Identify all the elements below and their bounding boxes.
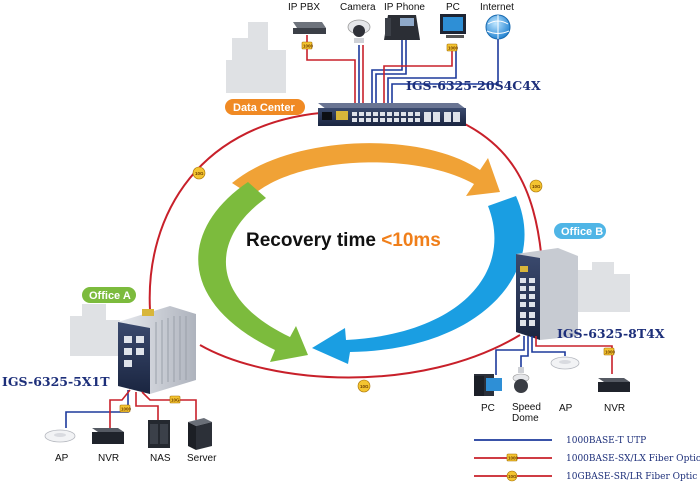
label-pc-top: PC bbox=[446, 2, 460, 13]
svg-text:10G: 10G bbox=[508, 474, 517, 479]
svg-text:Office B: Office B bbox=[561, 226, 603, 238]
svg-text:1000BASE-SX/LX Fiber Optic: 1000BASE-SX/LX Fiber Optic bbox=[566, 454, 700, 464]
internet-globe-icon bbox=[485, 14, 511, 40]
office-b-switch bbox=[516, 248, 578, 340]
label-server: Server bbox=[187, 453, 217, 464]
nas-icon bbox=[148, 420, 170, 448]
fiber-ring-bottom bbox=[199, 334, 521, 379]
svg-text:1000: 1000 bbox=[121, 407, 132, 412]
label-ip-phone: IP Phone bbox=[384, 2, 425, 13]
svg-text:10GBASE-SR/LR Fiber Optic: 10GBASE-SR/LR Fiber Optic bbox=[566, 472, 697, 482]
pc-icon bbox=[440, 14, 466, 38]
core-switch bbox=[318, 103, 466, 126]
badge-10g-ring-bottom: 10G bbox=[357, 379, 371, 393]
svg-text:1000: 1000 bbox=[303, 44, 314, 49]
building-icon-office-a bbox=[70, 304, 120, 356]
badge-1000-pbx: 1000 bbox=[301, 41, 314, 50]
legend-item-10g-fiber: 10G 10GBASE-SR/LR Fiber Optic bbox=[474, 470, 697, 482]
recovery-value: <10ms bbox=[381, 230, 441, 251]
office-b-cables bbox=[495, 336, 613, 375]
recovery-prefix: Recovery time bbox=[246, 230, 381, 251]
site-badge-office-a: Office A bbox=[82, 287, 136, 303]
label-internet: Internet bbox=[480, 2, 514, 13]
label-nas: NAS bbox=[150, 453, 171, 464]
label-ap-office-b: AP bbox=[559, 403, 573, 414]
badge-10g-server: 10G bbox=[169, 395, 181, 404]
ap-icon-office-a bbox=[44, 429, 76, 443]
speed-dome-icon bbox=[512, 367, 530, 393]
svg-text:1000: 1000 bbox=[508, 456, 519, 461]
legend-item-1g-fiber: 1000 1000BASE-SX/LX Fiber Optic bbox=[474, 453, 700, 464]
office-a-switch bbox=[118, 306, 196, 394]
fiber-ring-left bbox=[148, 111, 333, 311]
site-badge-data-center: Data Center bbox=[225, 99, 305, 115]
pc-icon-office-b bbox=[474, 374, 502, 396]
server-icon bbox=[188, 418, 212, 450]
badge-1000-nvr-a: 1000 bbox=[119, 404, 132, 413]
legend: 1000BASE-T UTP 1000 1000BASE-SX/LX Fiber… bbox=[474, 436, 700, 482]
top-device-cables bbox=[306, 35, 499, 104]
label-dome: Dome bbox=[512, 413, 539, 424]
legend-item-utp: 1000BASE-T UTP bbox=[474, 436, 646, 446]
orange-arrow bbox=[232, 143, 500, 196]
badge-1000-pc: 1000 bbox=[446, 43, 459, 52]
camera-icon bbox=[347, 19, 371, 43]
model-office-b-switch: IGS-6325-8T4X bbox=[557, 326, 665, 341]
nvr-icon-office-b bbox=[598, 378, 630, 392]
ip-phone-icon bbox=[384, 15, 420, 40]
badge-10g-ring-left: 10G bbox=[192, 166, 206, 180]
site-badge-office-b: Office B bbox=[554, 223, 606, 239]
svg-text:10G: 10G bbox=[532, 184, 541, 189]
label-pc-office-b: PC bbox=[481, 403, 495, 414]
badge-10g-ring-right: 10G bbox=[529, 179, 543, 193]
label-speed: Speed bbox=[512, 402, 541, 413]
svg-text:10G: 10G bbox=[195, 171, 204, 176]
nvr-icon-office-a bbox=[92, 428, 124, 444]
model-core-switch: IGS-6325-20S4C4X bbox=[406, 78, 541, 93]
svg-text:10G: 10G bbox=[360, 384, 369, 389]
svg-text:Office A: Office A bbox=[89, 290, 131, 302]
ip-pbx-icon bbox=[293, 22, 326, 34]
fiber-ring-right bbox=[444, 114, 543, 263]
model-office-a-switch: IGS-6325-5X1T bbox=[2, 374, 110, 389]
ap-icon-office-b bbox=[550, 356, 580, 370]
label-ip-pbx: IP PBX bbox=[288, 2, 320, 13]
green-arrow bbox=[198, 182, 308, 362]
svg-text:1000: 1000 bbox=[448, 46, 459, 51]
badge-1000-nvr-b: 1000 bbox=[603, 347, 616, 356]
svg-text:Data Center: Data Center bbox=[233, 102, 295, 114]
building-icon-office-b bbox=[578, 262, 630, 312]
label-nvr-office-b: NVR bbox=[604, 403, 625, 414]
label-camera: Camera bbox=[340, 2, 376, 13]
building-icon-data-center bbox=[226, 22, 286, 93]
blue-arrow bbox=[312, 196, 525, 364]
label-ap-office-a: AP bbox=[55, 453, 69, 464]
label-nvr-office-a: NVR bbox=[98, 453, 119, 464]
svg-text:1000: 1000 bbox=[605, 350, 616, 355]
svg-text:1000BASE-T UTP: 1000BASE-T UTP bbox=[566, 436, 646, 446]
svg-text:10G: 10G bbox=[171, 398, 180, 403]
recovery-time-text: Recovery time <10ms bbox=[246, 230, 441, 251]
